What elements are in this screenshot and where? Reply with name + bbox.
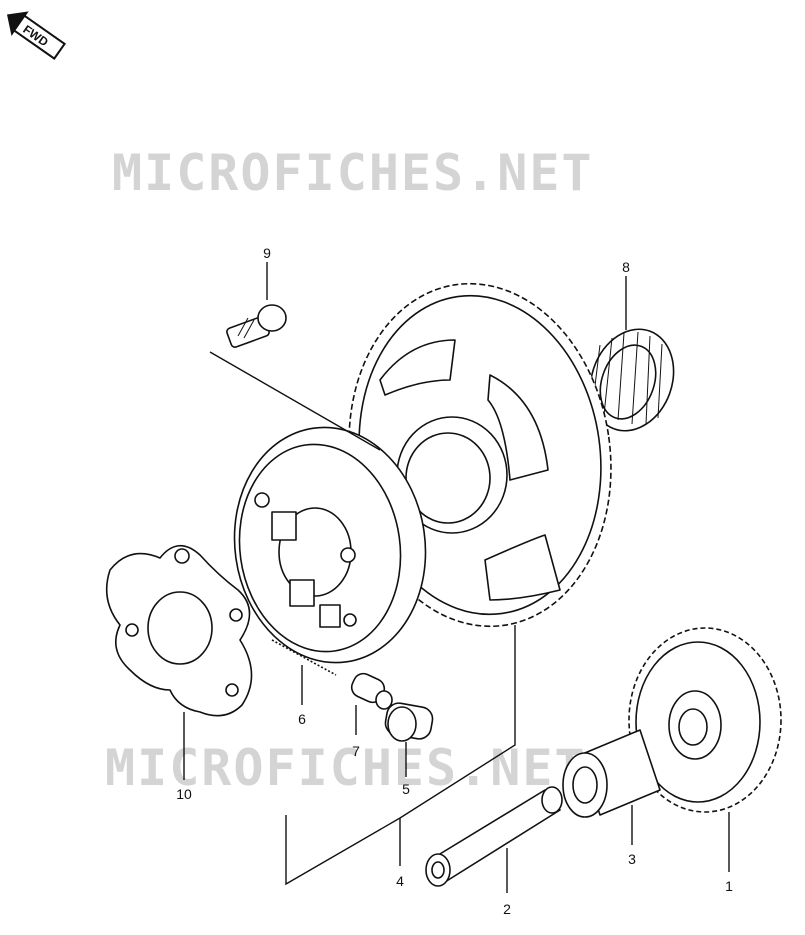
starter-clutch-housing bbox=[233, 426, 427, 664]
callout-9: 9 bbox=[263, 245, 271, 261]
part-2-shaft bbox=[425, 786, 563, 887]
part-8-needle-bearing bbox=[589, 328, 675, 432]
callout-10: 10 bbox=[176, 786, 192, 802]
part-5-roller bbox=[384, 702, 434, 742]
fwd-arrow-icon: FWD bbox=[7, 11, 66, 60]
part-1-idle-gear bbox=[628, 627, 782, 813]
watermark-top: MICROFICHES.NET bbox=[112, 144, 594, 202]
callout-5: 5 bbox=[402, 781, 410, 797]
part-7-plunger bbox=[350, 672, 393, 710]
part-10-clutch-plate bbox=[105, 544, 253, 717]
callout-2: 2 bbox=[503, 901, 511, 917]
callout-4: 4 bbox=[396, 873, 404, 889]
watermark-bottom: MICROFICHES.NET bbox=[105, 739, 587, 797]
part-9-bolt bbox=[226, 304, 287, 348]
callout-3: 3 bbox=[628, 851, 636, 867]
callout-1: 1 bbox=[725, 878, 733, 894]
leader-lines bbox=[183, 262, 730, 893]
callout-6: 6 bbox=[298, 711, 306, 727]
part-3-bushing bbox=[562, 729, 661, 818]
part-6-spring bbox=[271, 639, 337, 676]
callouts: 1 2 3 4 5 6 7 8 9 10 bbox=[176, 245, 733, 917]
callout-7: 7 bbox=[352, 743, 360, 759]
callout-8: 8 bbox=[622, 259, 630, 275]
